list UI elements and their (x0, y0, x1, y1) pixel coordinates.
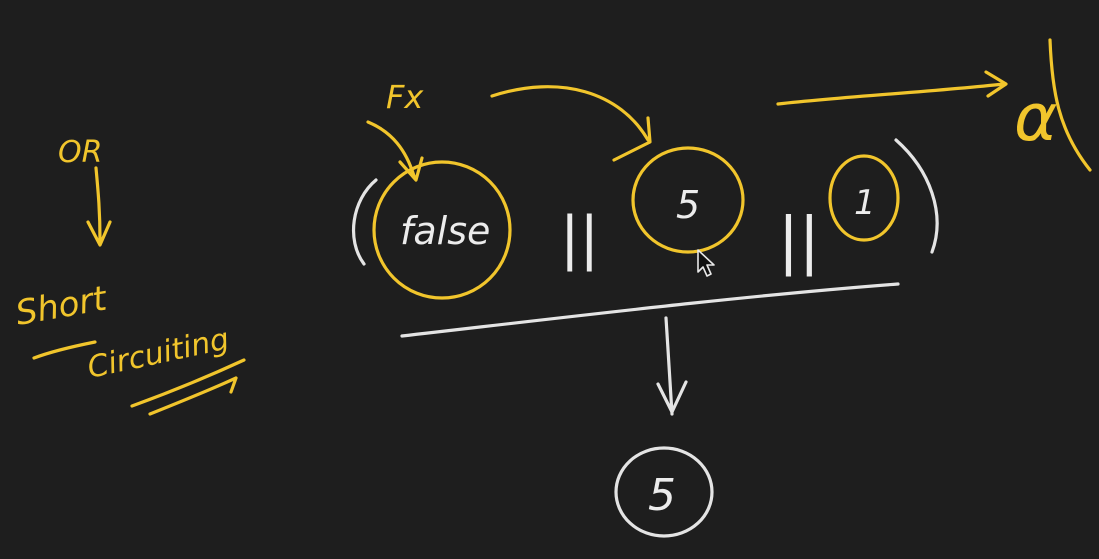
result-down-arrow (656, 316, 688, 416)
result-circle (614, 446, 714, 538)
five-value: 5 (676, 183, 700, 227)
expression-underline (400, 282, 900, 338)
falsy-arrow (366, 120, 424, 182)
false-circle (372, 160, 512, 300)
alpha-arrow (776, 70, 1008, 106)
or-label: OR (58, 135, 102, 170)
alpha-tail (1048, 38, 1092, 172)
or-operator-2: || (778, 204, 820, 278)
jump-arrow (490, 85, 652, 162)
short-underline (32, 340, 97, 360)
five-circle (631, 146, 745, 254)
close-paren (894, 138, 939, 254)
false-value: false (400, 209, 490, 253)
short-label: Short (13, 278, 111, 334)
open-paren (351, 178, 378, 266)
result-value: 5 (648, 470, 676, 521)
circuiting-double-underline (130, 358, 246, 416)
one-value: 1 (854, 183, 876, 223)
or-down-arrow (86, 166, 112, 247)
mouse-cursor-icon (697, 249, 715, 277)
or-operator-1: || (560, 204, 599, 272)
alpha-label: α (1014, 79, 1058, 156)
one-circle (828, 154, 900, 242)
falsy-label: Fx (386, 78, 424, 116)
